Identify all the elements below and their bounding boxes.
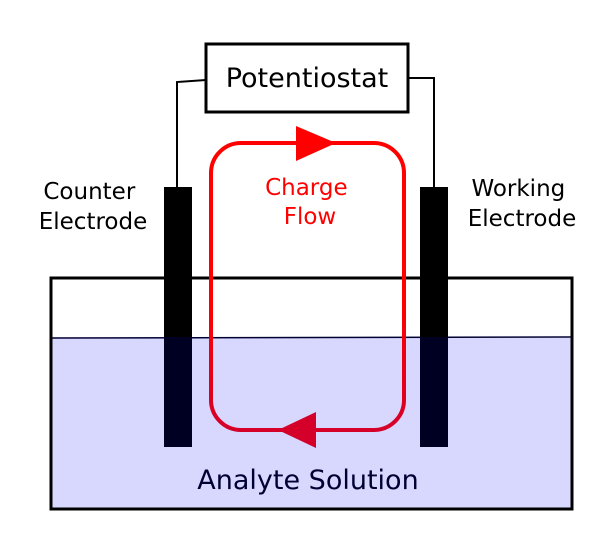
potentiostat-box (204, 42, 410, 114)
counter-electrode-label-line1: Counter (43, 179, 135, 205)
analyte-solution-label: Analyte Solution (197, 465, 418, 496)
charge-flow-label: Charge Flow (265, 175, 355, 230)
working-electrode-submerged (420, 337, 448, 447)
counter-electrode-label-line2: Electrode (39, 209, 148, 235)
counter-electrode-label: Counter Electrode (39, 179, 148, 235)
solution-surface-line (50, 336, 573, 339)
beaker (49, 276, 574, 511)
counter-electrode-wire (176, 79, 207, 188)
working-electrode (420, 187, 448, 339)
charge-flow-label-line2: Flow (284, 204, 337, 230)
charge-flow-arrow-bottom (278, 412, 316, 448)
potentiostat-label: Potentiostat (226, 63, 389, 94)
working-electrode-label: Working Electrode (468, 176, 577, 232)
working-electrode-wire (408, 77, 435, 188)
counter-electrode-submerged (164, 337, 192, 447)
working-electrode-label-line1: Working (471, 176, 565, 202)
charge-flow-arrow-top (296, 126, 336, 161)
working-electrode-label-line2: Electrode (468, 206, 577, 232)
counter-electrode (164, 187, 192, 339)
charge-flow-label-line1: Charge (265, 175, 348, 201)
